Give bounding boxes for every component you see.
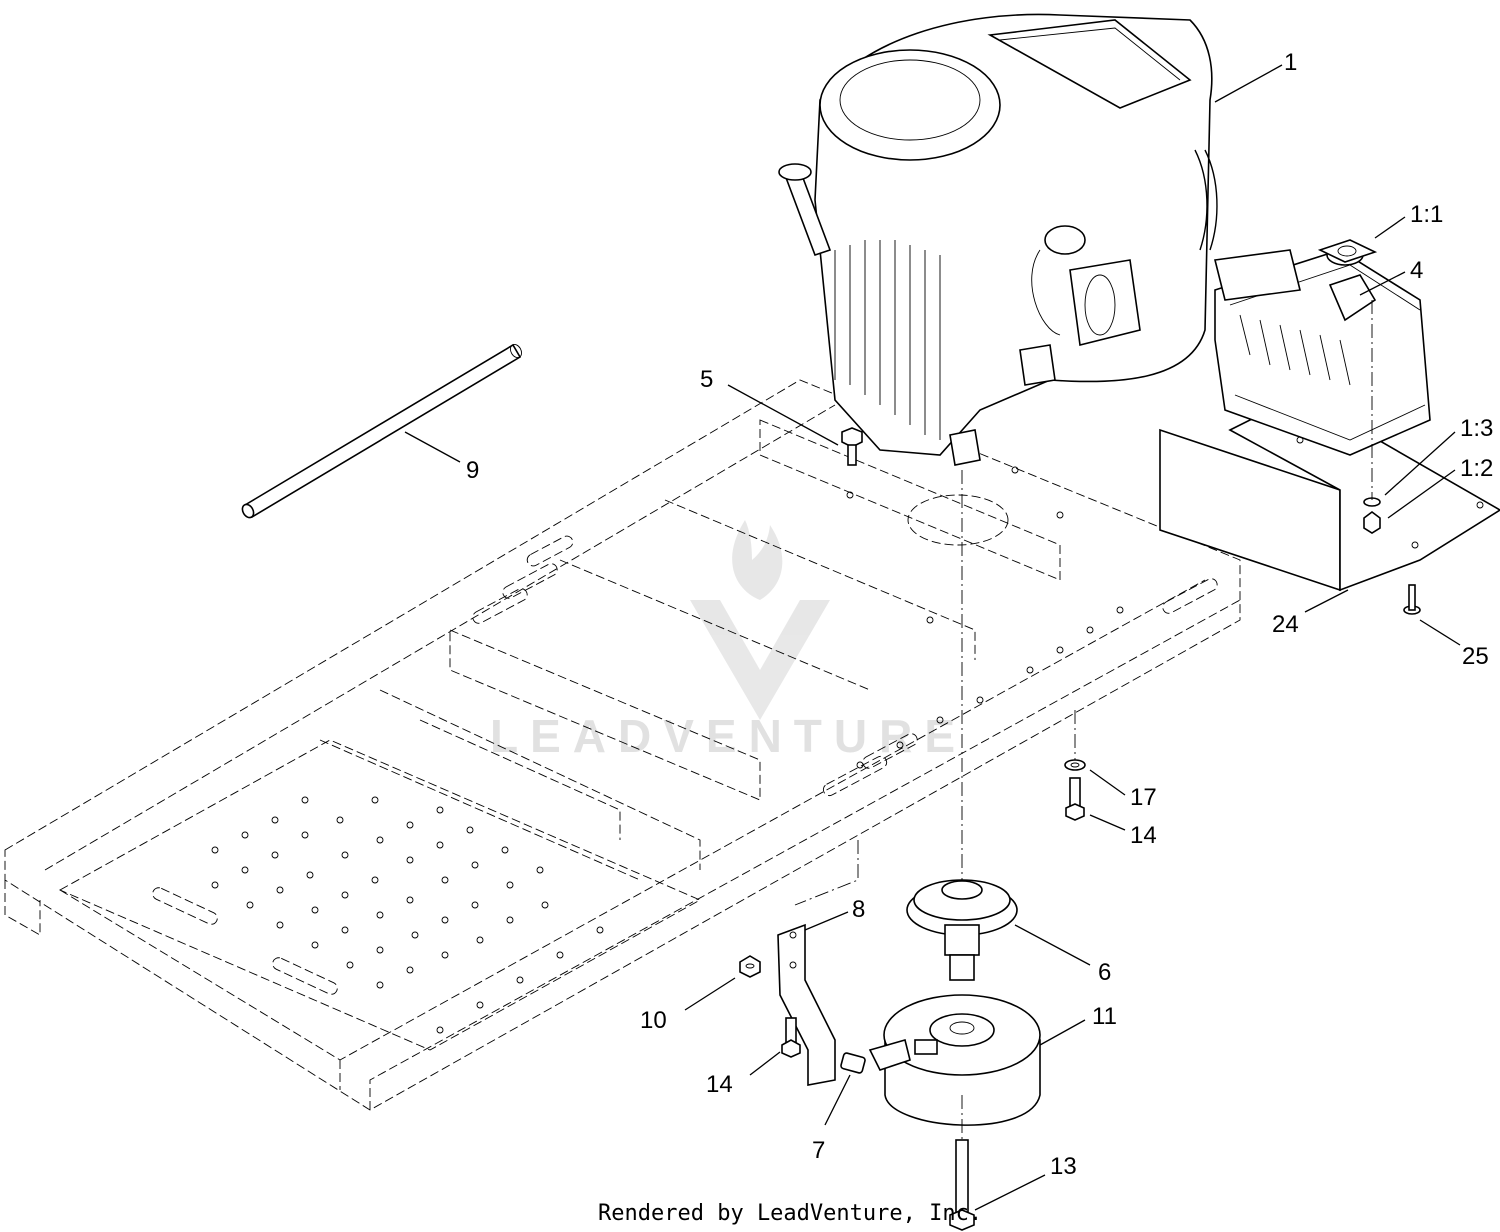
part-6-pulley: [906, 879, 1018, 981]
watermark-logo-icon: [690, 520, 830, 720]
callout-17: 17: [1130, 784, 1157, 811]
part-10-nut: [739, 955, 761, 978]
part-9-rod: [241, 343, 523, 519]
callout-9: 9: [466, 457, 479, 484]
callout-11: 11: [1092, 1003, 1117, 1030]
part-4-muffler: [1214, 244, 1431, 456]
callout-14-upper: 14: [1130, 822, 1157, 849]
callout-24: 24: [1272, 611, 1299, 638]
watermark: LEADVENTURE: [490, 520, 967, 762]
callout-14-lower: 14: [706, 1071, 733, 1098]
callout-25: 25: [1462, 643, 1489, 670]
callout-8: 8: [852, 896, 865, 923]
callout-1: 1: [1284, 49, 1297, 76]
callout-10: 10: [640, 1007, 667, 1034]
part-8-bracket: [777, 923, 836, 1086]
frame-phantom: [4, 379, 1241, 1111]
part-5-bolt: [841, 427, 863, 466]
leader-lines: [404, 64, 1461, 1211]
part-14-bolt-lower: [781, 1017, 801, 1058]
callout-1-2: 1:2: [1460, 455, 1493, 482]
part-14-bolt-upper: [1065, 777, 1085, 821]
watermark-text: LEADVENTURE: [490, 710, 967, 762]
part-1-engine: [778, 13, 1218, 466]
callout-1-1: 1:1: [1410, 201, 1443, 228]
part-25-bolt: [1403, 584, 1421, 615]
callout-13: 13: [1050, 1153, 1077, 1180]
part-7-connector: [840, 1052, 866, 1074]
part-1-2-nut: [1363, 511, 1381, 534]
callout-5: 5: [700, 366, 713, 393]
callout-7: 7: [812, 1137, 825, 1164]
callout-4: 4: [1410, 257, 1423, 284]
part-17-washer: [1064, 759, 1086, 771]
callout-1-3: 1:3: [1460, 415, 1493, 442]
callout-6: 6: [1098, 959, 1111, 986]
part-11-clutch: [868, 994, 1041, 1126]
callout-labels: 1 1:1 4 1:3 1:2 5 9 24 25 17 14 8 6 10 1…: [466, 49, 1493, 1180]
part-13-bolt: [949, 1139, 975, 1231]
part-1-1-gasket: [1317, 239, 1378, 263]
rendered-by-credit: Rendered by LeadVenture, Inc.: [598, 1201, 982, 1226]
